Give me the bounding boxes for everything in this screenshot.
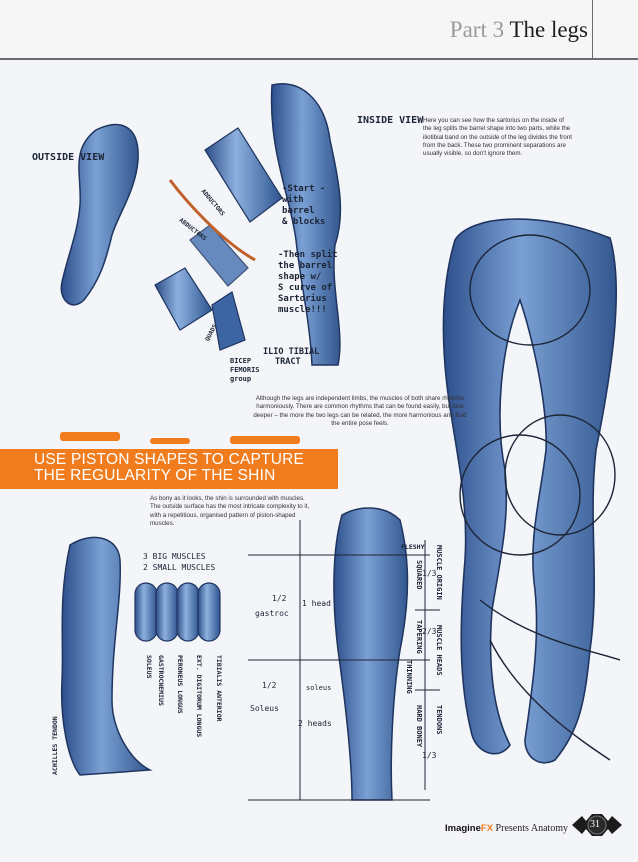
shin-side-leg	[60, 536, 153, 776]
shin-back-leg	[333, 507, 409, 801]
imaginefx-logo: ImagineFX	[445, 823, 494, 834]
note-fleshy: FLESHY	[401, 543, 425, 551]
brush-stroke	[230, 436, 300, 444]
note-two-thirds: 2/3	[422, 627, 437, 636]
note-thinning: THINNING	[405, 660, 413, 694]
note-gastrocnemius: GASTROCNEMIUS	[157, 655, 165, 706]
part-number: Part 3	[449, 17, 505, 42]
note-outside-view: OUTSIDE VIEW	[32, 152, 105, 163]
page-badge-emblem	[572, 814, 622, 836]
note-peroneus: PERONEUS LONGUS	[176, 655, 184, 714]
note-ext-dig: EXT. DIGITORUM LONGUS	[195, 655, 203, 738]
block-diagram	[154, 127, 283, 351]
caption-sartorius: Here you can see how the sartorius on th…	[423, 117, 572, 158]
note-soleus-1: soleus	[306, 684, 332, 692]
anatomy-sketches	[60, 83, 621, 801]
page-number: 31	[590, 819, 600, 830]
section-name: The legs	[509, 17, 588, 42]
footer-title: Anatomy	[530, 823, 569, 834]
note-one-third-2: 1/3	[422, 751, 437, 760]
footer-brand: ImagineFX Presents Anatomy	[445, 823, 568, 834]
caption-shin: As bony as it looks, the shin is surroun…	[150, 495, 310, 528]
note-soleus: SOLEUS	[145, 655, 153, 679]
note-gastroc: gastroc	[255, 609, 289, 618]
brush-stroke	[150, 438, 190, 444]
page-title: Part 3 The legs	[450, 17, 588, 43]
note-achilles: ACHILLES TENDON	[51, 716, 59, 775]
section-title: USE PISTON SHAPES TO CAPTURE THE REGULAR…	[34, 452, 304, 484]
caption-rhythms: Although the legs are independent limbs,…	[253, 395, 467, 428]
outside-view-leg	[60, 123, 139, 306]
note-one-third-1: 1/3	[422, 569, 437, 578]
note-squared: SQUARED	[415, 560, 423, 590]
note-one-head: 1 head	[302, 599, 331, 608]
note-two-heads: 2 heads	[298, 719, 332, 728]
section-title-line1: USE PISTON SHAPES TO CAPTURE	[34, 451, 305, 468]
front-legs-figure	[442, 218, 617, 764]
section-banner	[0, 449, 338, 489]
note-hard-bony: HARD BONEY	[415, 705, 423, 748]
inside-view-leg	[270, 83, 342, 366]
footer-presents: Presents	[495, 823, 529, 834]
brush-stroke	[60, 432, 120, 441]
note-half-2: 1/2	[262, 681, 277, 690]
piston-group	[134, 582, 221, 642]
page-header	[0, 0, 638, 60]
note-tibialis: TIBIALIS ANTERIOR	[215, 655, 223, 722]
header-rule	[0, 58, 638, 60]
section-title-line2: THE REGULARITY OF THE SHIN	[34, 467, 276, 484]
note-tendons: TENDONS	[435, 705, 443, 735]
note-soleus-2: Soleus	[250, 704, 279, 713]
note-half-1: 1/2	[272, 594, 287, 603]
note-tapering: TAPERING	[415, 620, 423, 654]
note-inside-view: INSIDE VIEW	[357, 115, 424, 126]
header-vertical-rule	[592, 0, 593, 58]
